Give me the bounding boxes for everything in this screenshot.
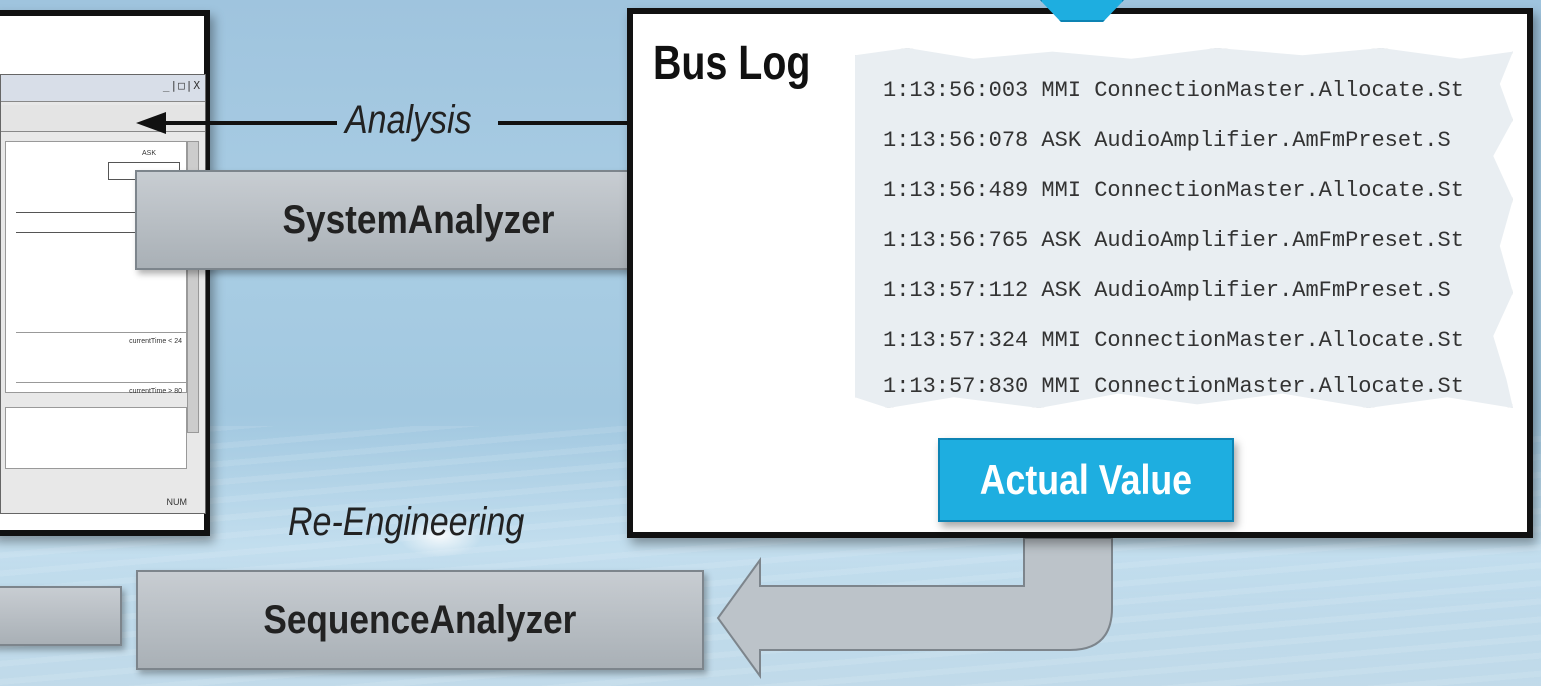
arrow-shaft [498, 121, 678, 125]
bus-log-panel: Bus Log 1:13:56:003 MMI ConnectionMaster… [627, 8, 1533, 538]
arrow-head-left [136, 112, 166, 134]
log-line: 1:13:56:003 MMI ConnectionMaster.Allocat… [883, 78, 1464, 103]
log-line: 1:13:56:078 ASK AudioAmplifier.AmFmPrese… [883, 128, 1451, 153]
output-pane [5, 407, 187, 469]
system-analyzer-box: SystemAnalyzer [135, 170, 703, 270]
bus-log-title: Bus Log [653, 37, 811, 90]
log-line: 1:13:56:489 MMI ConnectionMaster.Allocat… [883, 178, 1464, 203]
guard-note: currentTime > 80 [129, 388, 182, 395]
message-line [16, 332, 186, 333]
message-line [16, 212, 166, 213]
status-num: NUM [166, 497, 188, 507]
log-line: 1:13:57:112 ASK AudioAmplifier.AmFmPrese… [883, 278, 1451, 303]
actual-value-label: Actual Value [979, 456, 1193, 503]
message-line [16, 232, 186, 233]
log-line: 1:13:57:830 MMI ConnectionMaster.Allocat… [883, 374, 1464, 399]
arrow-shaft [162, 121, 337, 125]
log-line: 1:13:56:765 ASK AudioAmplifier.AmFmPrese… [883, 228, 1464, 253]
sequence-analyzer-label: SequenceAnalyzer [263, 597, 577, 642]
analysis-label: Analysis [345, 98, 472, 142]
message-line [16, 382, 186, 383]
tool-box-fragment [0, 586, 122, 646]
log-line: 1:13:57:324 MMI ConnectionMaster.Allocat… [883, 328, 1464, 353]
bus-log-listing: 1:13:56:003 MMI ConnectionMaster.Allocat… [855, 48, 1513, 408]
sequence-analyzer-box: SequenceAnalyzer [136, 570, 704, 670]
system-analyzer-label: SystemAnalyzer [283, 197, 555, 242]
actual-value-box: Actual Value [938, 438, 1234, 522]
window-titlebar: _|□|X [1, 75, 205, 102]
window-controls[interactable]: _|□|X [162, 79, 201, 92]
re-engineering-label: Re-Engineering [288, 500, 525, 544]
guard-note: currentTime < 24 [129, 338, 182, 345]
lifeline-label: ASK [141, 150, 156, 157]
toolbar [1, 105, 205, 132]
